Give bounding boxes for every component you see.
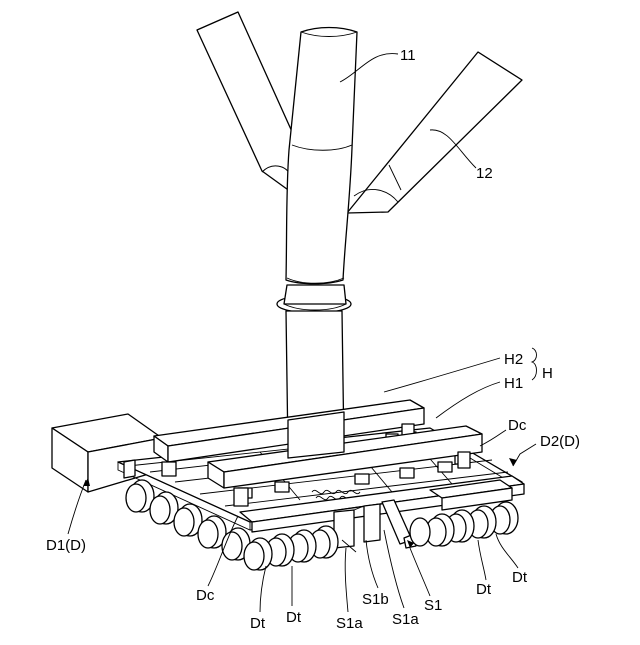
label-beam-lower: H1 xyxy=(504,375,523,392)
label-support-1: S1a xyxy=(336,615,363,632)
label-pipe-branch: 12 xyxy=(476,165,493,182)
column-base xyxy=(288,412,344,458)
tires-front-row xyxy=(244,526,338,570)
label-support-4: S1 xyxy=(424,597,442,614)
tires-right-row xyxy=(410,502,518,546)
label-tire-4: Dt xyxy=(512,569,528,586)
label-tire-2: Dt xyxy=(286,609,302,626)
label-conveyor-center-right: Dc xyxy=(508,417,527,434)
branch-pipe-right xyxy=(347,52,522,213)
branch-pipe-left xyxy=(197,12,298,192)
label-beam-upper: H2 xyxy=(504,351,523,368)
label-conveyor-center-left: Dc xyxy=(196,587,215,604)
label-beam-group: H xyxy=(542,365,553,382)
label-support-2: S1b xyxy=(362,591,389,608)
label-tire-3: Dt xyxy=(476,581,492,598)
label-conveyor-left: D1(D) xyxy=(46,537,86,554)
label-conveyor-right: D2(D) xyxy=(540,433,580,450)
label-support-3: S1a xyxy=(392,611,419,628)
main-pipe xyxy=(277,28,357,453)
label-tire-1: Dt xyxy=(250,615,266,632)
label-pipe-main: 11 xyxy=(400,47,416,64)
tire xyxy=(410,518,430,546)
